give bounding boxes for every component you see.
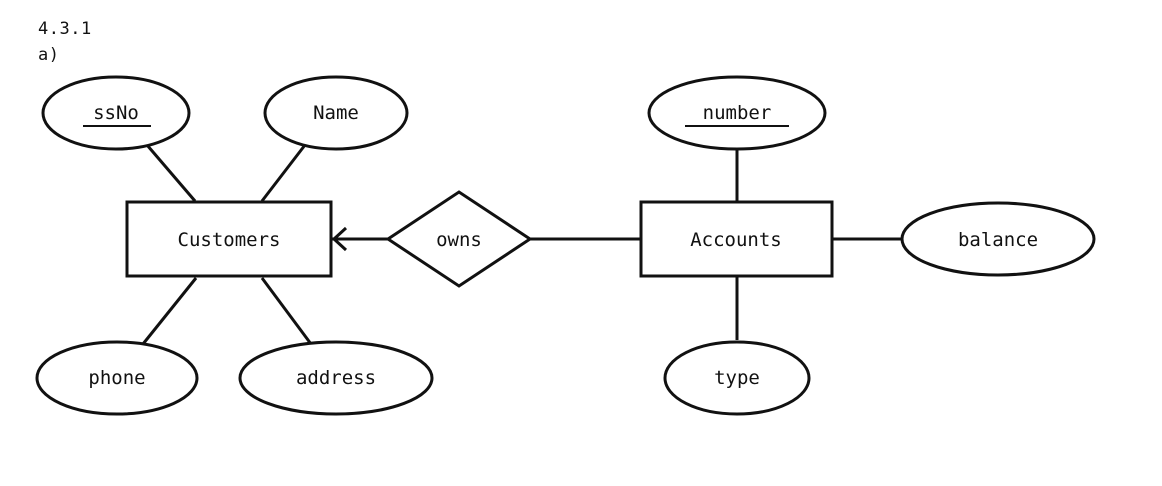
attribute-type-label: type <box>714 367 760 389</box>
attribute-phone-ellipse <box>35 340 199 416</box>
entity-customers-box <box>125 200 333 278</box>
relationship-owns: owns <box>385 190 533 288</box>
attribute-name-ellipse <box>263 75 409 151</box>
attribute-address-label: address <box>296 367 376 389</box>
attribute-name: Name <box>263 75 409 151</box>
attribute-ssno-ellipse <box>41 75 191 151</box>
attribute-phone: phone <box>35 340 199 416</box>
relationship-owns-diamond <box>385 190 533 288</box>
entity-accounts-label: Accounts <box>690 229 782 251</box>
entity-customers: Customers <box>125 200 333 278</box>
attribute-balance: balance <box>900 201 1096 277</box>
arrow-head-icon <box>331 226 348 252</box>
attribute-number-label: number <box>703 102 772 124</box>
attribute-number: number <box>647 75 827 151</box>
attribute-balance-ellipse <box>900 201 1096 277</box>
section-number: 4.3.1 <box>38 19 92 39</box>
attribute-name-label: Name <box>313 102 359 124</box>
entity-customers-label: Customers <box>178 229 281 251</box>
entity-accounts: Accounts <box>639 200 834 278</box>
part-label: a) <box>38 45 60 65</box>
attribute-ssno: ssNo <box>41 75 191 151</box>
attribute-number-ellipse <box>647 75 827 151</box>
attribute-phone-label: phone <box>88 367 145 389</box>
attribute-address-ellipse <box>238 340 434 416</box>
attribute-balance-label: balance <box>958 229 1038 251</box>
attribute-ssno-label: ssNo <box>93 102 139 124</box>
attribute-type: type <box>663 340 811 416</box>
relationship-owns-label: owns <box>436 229 482 251</box>
attribute-address: address <box>238 340 434 416</box>
entity-accounts-box <box>639 200 834 278</box>
edge-ssno-customers <box>145 144 197 202</box>
edge-name-customers <box>260 144 307 202</box>
edge-address-customers <box>260 277 313 345</box>
edge-phone-customers <box>141 277 198 345</box>
attribute-type-ellipse <box>663 340 811 416</box>
